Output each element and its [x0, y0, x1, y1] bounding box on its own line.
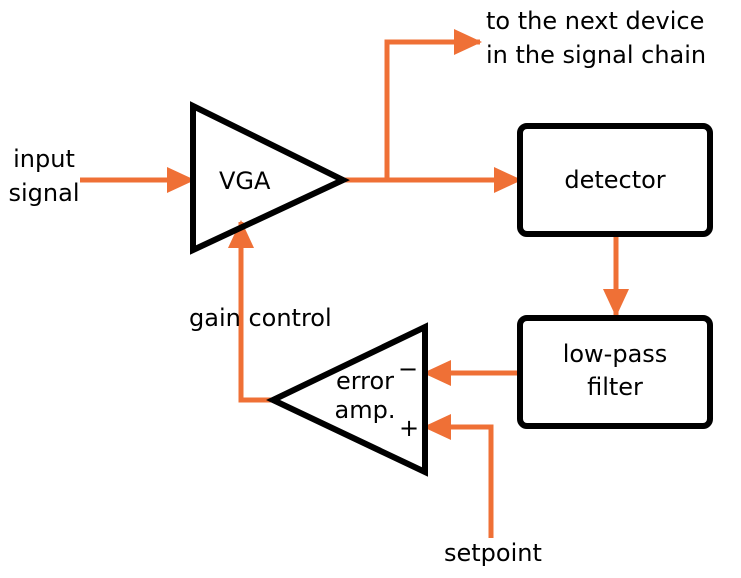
vga-label: VGA	[219, 167, 271, 195]
error-amp-label-line2: amp.	[334, 396, 396, 424]
output-label-line2: in the signal chain	[486, 41, 707, 69]
input-label-line1: input	[13, 145, 75, 173]
error-amp-label-line1: error	[335, 367, 395, 395]
input-label-line2: signal	[8, 179, 80, 207]
minus-sign-label: −	[398, 355, 419, 383]
setpoint-wire	[423, 414, 494, 538]
detector-block	[517, 123, 713, 237]
lowpass-label-line2: filter	[587, 373, 643, 401]
gain-control-wire	[228, 220, 273, 403]
plus-sign-label: +	[399, 414, 420, 442]
error-amplifier-symbol	[266, 322, 428, 477]
detector-label: detector	[564, 166, 666, 194]
lowpass-label-line1: low-pass	[562, 340, 668, 368]
vga-amplifier-symbol	[190, 101, 350, 255]
gain-control-label: gain control	[189, 304, 332, 332]
output-wire	[384, 29, 482, 180]
lowpass-filter-block	[517, 315, 713, 429]
setpoint-label: setpoint	[444, 539, 542, 567]
output-label-line1: to the next device	[486, 7, 705, 35]
